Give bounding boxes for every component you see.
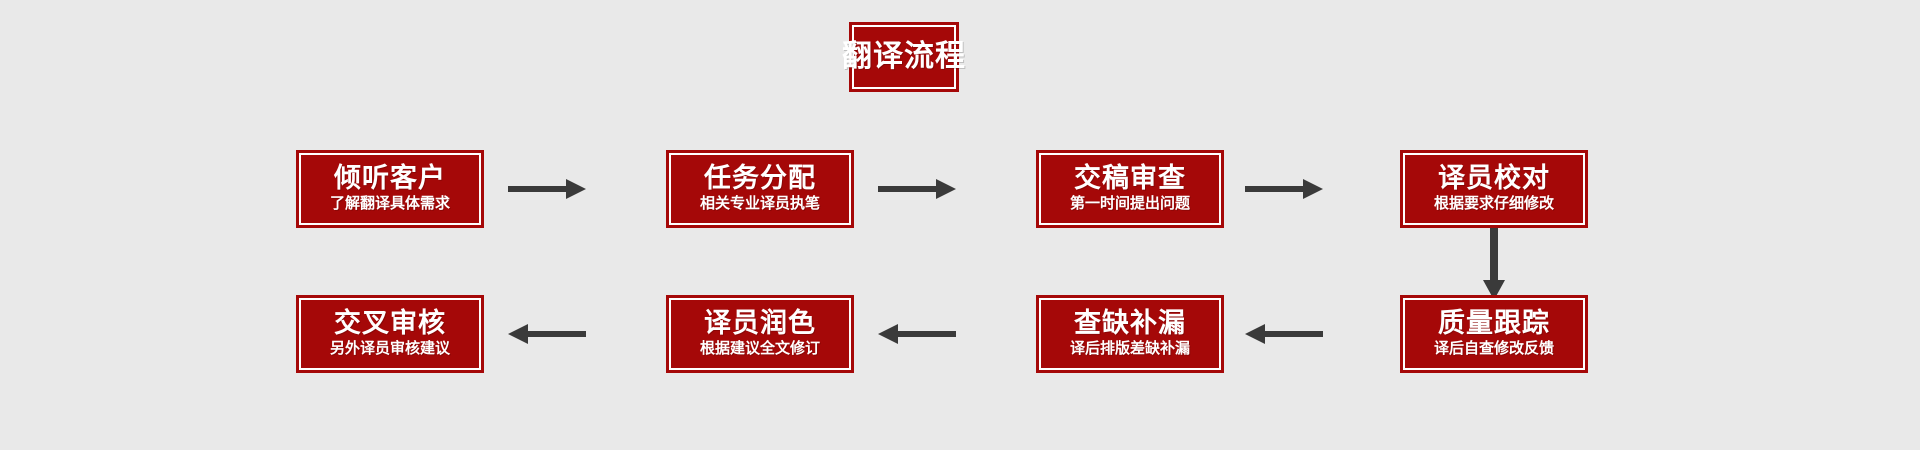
process-node-7[interactable]: 译员润色 根据建议全文修订: [666, 295, 854, 373]
process-node-3-subtitle: 第一时间提出问题: [1069, 194, 1190, 212]
process-node-4-subtitle: 根据要求仔细修改: [1433, 194, 1554, 212]
flowchart-title-text: 翻译流程: [842, 40, 966, 73]
process-node-8[interactable]: 交叉审核 另外译员审核建议: [296, 295, 484, 373]
flowchart-title-box: 翻译流程: [842, 22, 965, 92]
process-node-5-title: 质量跟踪: [1438, 307, 1550, 338]
process-node-6[interactable]: 查缺补漏 译后排版差缺补漏: [1036, 295, 1224, 373]
process-node-6-subtitle: 译后排版差缺补漏: [1069, 339, 1190, 357]
arrow-right-icon-2: [878, 176, 956, 202]
process-node-5[interactable]: 质量跟踪 译后自查修改反馈: [1400, 295, 1588, 373]
process-node-2[interactable]: 任务分配 相关专业译员执笔: [666, 150, 854, 228]
process-node-8-subtitle: 另外译员审核建议: [329, 339, 450, 357]
process-node-2-title: 任务分配: [704, 162, 816, 193]
process-node-1-subtitle: 了解翻译具体需求: [329, 194, 450, 212]
process-node-3[interactable]: 交稿审查 第一时间提出问题: [1036, 150, 1224, 228]
process-node-1-title: 倾听客户: [334, 162, 446, 193]
arrow-left-icon-3: [508, 321, 586, 347]
process-node-8-title: 交叉审核: [334, 307, 446, 338]
arrow-right-icon-3: [1245, 176, 1323, 202]
arrow-left-icon-1: [1245, 321, 1323, 347]
process-node-7-subtitle: 根据建议全文修订: [699, 339, 820, 357]
process-node-5-subtitle: 译后自查修改反馈: [1433, 339, 1554, 357]
process-node-4[interactable]: 译员校对 根据要求仔细修改: [1400, 150, 1588, 228]
arrow-right-icon-1: [508, 176, 586, 202]
process-node-3-title: 交稿审查: [1074, 162, 1186, 193]
process-node-1[interactable]: 倾听客户 了解翻译具体需求: [296, 150, 484, 228]
process-node-4-title: 译员校对: [1438, 162, 1550, 193]
process-node-7-title: 译员润色: [704, 307, 816, 338]
arrow-down-icon-1: [1481, 228, 1507, 300]
process-node-6-title: 查缺补漏: [1074, 307, 1186, 338]
process-node-2-subtitle: 相关专业译员执笔: [699, 194, 820, 212]
arrow-left-icon-2: [878, 321, 956, 347]
